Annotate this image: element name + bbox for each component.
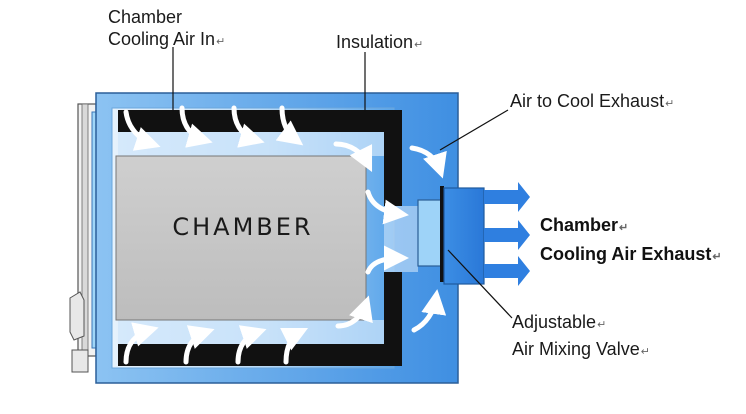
chamber-label: CHAMBER — [172, 213, 314, 241]
label-exhaust-line2-wrap: Cooling Air Exhaust↵ — [540, 241, 722, 270]
flow-arrows-top — [123, 105, 447, 225]
return-mark: ↵ — [216, 36, 226, 48]
exhaust-arrows — [484, 182, 530, 286]
label-exhaust-line2: Cooling Air Exhaust — [540, 244, 712, 264]
label-air-to-cool-exhaust-text: Air to Cool Exhaust — [510, 91, 665, 111]
leader-lines — [172, 47, 513, 319]
leader-mixing-valve — [447, 249, 513, 319]
label-valve-line1-wrap: Adjustable↵ — [512, 310, 650, 337]
return-mark: ↵ — [619, 222, 629, 234]
return-mark: ↵ — [712, 251, 722, 263]
label-chamber-cooling-air-in: Chamber Cooling Air In↵ — [108, 6, 225, 53]
label-cooling-air-in-line1: Chamber — [108, 7, 183, 27]
label-valve-line2-wrap: Air Mixing Valve↵ — [512, 337, 650, 364]
return-mark: ↵ — [414, 39, 424, 51]
return-mark: ↵ — [640, 346, 650, 358]
label-exhaust-line1-wrap: Chamber↵ — [540, 212, 722, 241]
label-adjustable-air-mixing-valve: Adjustable↵ Air Mixing Valve↵ — [512, 310, 650, 364]
label-cooling-air-in-line2-wrap: Cooling Air In↵ — [108, 28, 225, 53]
label-chamber-cooling-air-exhaust: Chamber↵ Cooling Air Exhaust↵ — [540, 212, 722, 270]
chamber-block — [115, 155, 367, 321]
insulation-layer — [118, 110, 402, 366]
return-mark: ↵ — [665, 98, 675, 110]
label-cooling-air-in-line2: Cooling Air In — [108, 29, 216, 49]
exhaust-nozzle — [443, 187, 485, 285]
flow-arrows-bottom — [123, 245, 447, 365]
label-insulation-text: Insulation — [336, 32, 414, 52]
label-insulation: Insulation↵ — [336, 31, 423, 56]
exhaust-arrow-bottom — [484, 256, 530, 286]
leader-air-to-cool-exhaust — [439, 109, 509, 151]
return-mark: ↵ — [597, 319, 607, 331]
label-air-to-cool-exhaust: Air to Cool Exhaust↵ — [510, 90, 674, 115]
label-valve-line2: Air Mixing Valve — [512, 339, 640, 359]
label-valve-line1: Adjustable — [512, 312, 597, 332]
exhaust-arrow-middle — [484, 220, 530, 250]
label-exhaust-line1: Chamber — [540, 215, 619, 235]
exhaust-arrow-top — [484, 182, 530, 212]
